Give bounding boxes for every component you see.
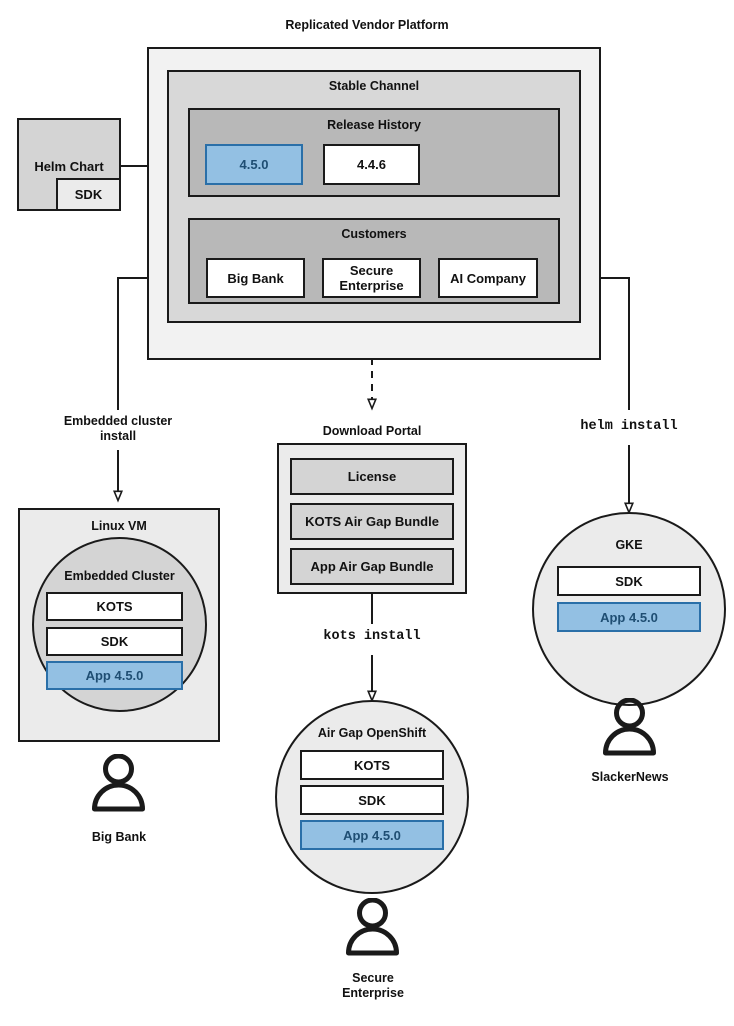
customer-label: Secure Enterprise bbox=[339, 262, 404, 293]
release-version-label: 4.5.0 bbox=[239, 157, 269, 172]
gke-label: GKE bbox=[615, 538, 643, 552]
download-portal-item-kots-air-gap-bundle[interactable]: KOTS Air Gap Bundle bbox=[290, 503, 454, 540]
edge-label-kots-install: kots install bbox=[323, 629, 421, 644]
linux-vm-label: Linux VM bbox=[91, 519, 147, 533]
portal-item-label: KOTS Air Gap Bundle bbox=[305, 514, 439, 529]
person-icon bbox=[603, 698, 656, 756]
gke-component-sdk[interactable]: SDK bbox=[557, 566, 701, 596]
air-gap-openshift-label: Air Gap OpenShift bbox=[317, 726, 427, 740]
component-label: App 4.5.0 bbox=[343, 827, 401, 843]
release-item-4-5-0[interactable]: 4.5.0 bbox=[205, 144, 303, 185]
person-icon bbox=[92, 754, 145, 812]
release-version-label: 4.4.6 bbox=[357, 157, 386, 172]
helm-chart-sdk-box[interactable]: SDK bbox=[56, 178, 121, 211]
component-label: SDK bbox=[615, 573, 643, 589]
release-item-4-4-6[interactable]: 4.4.6 bbox=[323, 144, 420, 185]
persona-label-slackernews: SlackerNews bbox=[591, 770, 669, 784]
customer-secure-enterprise[interactable]: Secure Enterprise bbox=[322, 258, 421, 298]
customers-label: Customers bbox=[341, 227, 407, 241]
component-label: SDK bbox=[100, 634, 129, 649]
component-label: SDK bbox=[358, 792, 386, 808]
edge-label-helm-install: helm install bbox=[580, 419, 678, 434]
linux-vm-component-app[interactable]: App 4.5.0 bbox=[46, 661, 183, 690]
portal-item-label: App Air Gap Bundle bbox=[310, 559, 434, 574]
customer-big-bank[interactable]: Big Bank bbox=[206, 258, 305, 298]
component-label: App 4.5.0 bbox=[85, 668, 144, 683]
download-portal-item-license[interactable]: License bbox=[290, 458, 454, 495]
helm-chart-sdk-label: SDK bbox=[74, 187, 103, 202]
person-icon bbox=[346, 898, 399, 956]
airgap-component-kots[interactable]: KOTS bbox=[300, 750, 444, 780]
airgap-component-app[interactable]: App 4.5.0 bbox=[300, 820, 444, 850]
customer-label: AI Company bbox=[450, 270, 526, 286]
component-label: KOTS bbox=[96, 599, 133, 614]
airgap-component-sdk[interactable]: SDK bbox=[300, 785, 444, 815]
download-portal-item-app-air-gap-bundle[interactable]: App Air Gap Bundle bbox=[290, 548, 454, 585]
persona-label-big-bank: Big Bank bbox=[91, 830, 147, 844]
release-history-label: Release History bbox=[327, 118, 421, 132]
component-label: App 4.5.0 bbox=[600, 609, 658, 625]
customer-label: Big Bank bbox=[227, 270, 284, 286]
gke-component-app[interactable]: App 4.5.0 bbox=[557, 602, 701, 632]
stable-channel-label: Stable Channel bbox=[328, 79, 420, 93]
portal-item-label: License bbox=[347, 469, 397, 484]
page-title: Replicated Vendor Platform bbox=[285, 18, 449, 32]
embedded-cluster-label: Embedded Cluster bbox=[64, 569, 175, 583]
linux-vm-component-kots[interactable]: KOTS bbox=[46, 592, 183, 621]
download-portal-title: Download Portal bbox=[322, 424, 422, 438]
edge-label-embedded-cluster-install: Embedded cluster install bbox=[63, 414, 173, 443]
helm-chart-label: Helm Chart bbox=[34, 159, 104, 174]
component-label: KOTS bbox=[353, 757, 391, 773]
customer-ai-company[interactable]: AI Company bbox=[438, 258, 538, 298]
persona-label-secure-enterprise: Secure Enterprise bbox=[342, 971, 404, 1000]
linux-vm-component-sdk[interactable]: SDK bbox=[46, 627, 183, 656]
